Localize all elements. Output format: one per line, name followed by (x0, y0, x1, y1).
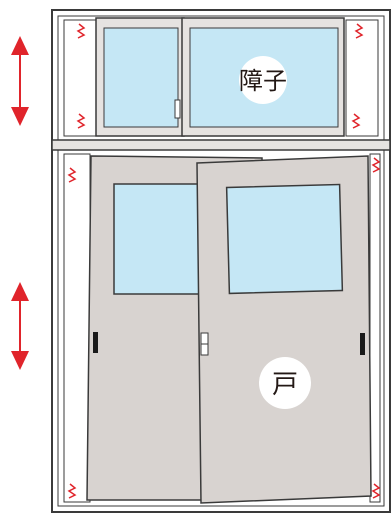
upper-left-sash-glass (103, 27, 179, 128)
gap-marks (67, 23, 381, 499)
zigzag-gap-mark-icon (371, 483, 381, 499)
shoji-label-circle (239, 56, 287, 104)
right-door-handle-icon (360, 333, 365, 355)
door-label: 戸 (272, 370, 298, 400)
lower-door-section: 戸 (63, 153, 381, 504)
upper-movement-arrow-icon (11, 36, 29, 126)
zigzag-gap-mark-icon (67, 483, 77, 499)
zigzag-gap-mark-icon (351, 113, 361, 129)
right-door-window (225, 183, 344, 295)
shoji-label: 障子 (239, 67, 287, 95)
upper-sash-handle-icon (174, 99, 181, 119)
movement-arrows (11, 36, 29, 370)
zigzag-gap-mark-icon (76, 23, 86, 39)
door-label-circle (259, 357, 311, 409)
left-door-window (113, 183, 203, 295)
lower-movement-arrow-icon (11, 282, 29, 370)
transom-bar (51, 139, 391, 151)
zigzag-gap-mark-icon (371, 157, 381, 173)
lower-left-jamb (63, 153, 91, 503)
zigzag-gap-mark-icon (354, 23, 364, 39)
upper-right-jamb (345, 19, 379, 137)
upper-shoji-section: 障子 (63, 17, 379, 137)
lower-right-jamb (369, 153, 381, 503)
zigzag-gap-mark-icon (76, 113, 86, 129)
zigzag-gap-mark-icon (67, 167, 77, 183)
left-door-handle-icon (93, 332, 98, 353)
